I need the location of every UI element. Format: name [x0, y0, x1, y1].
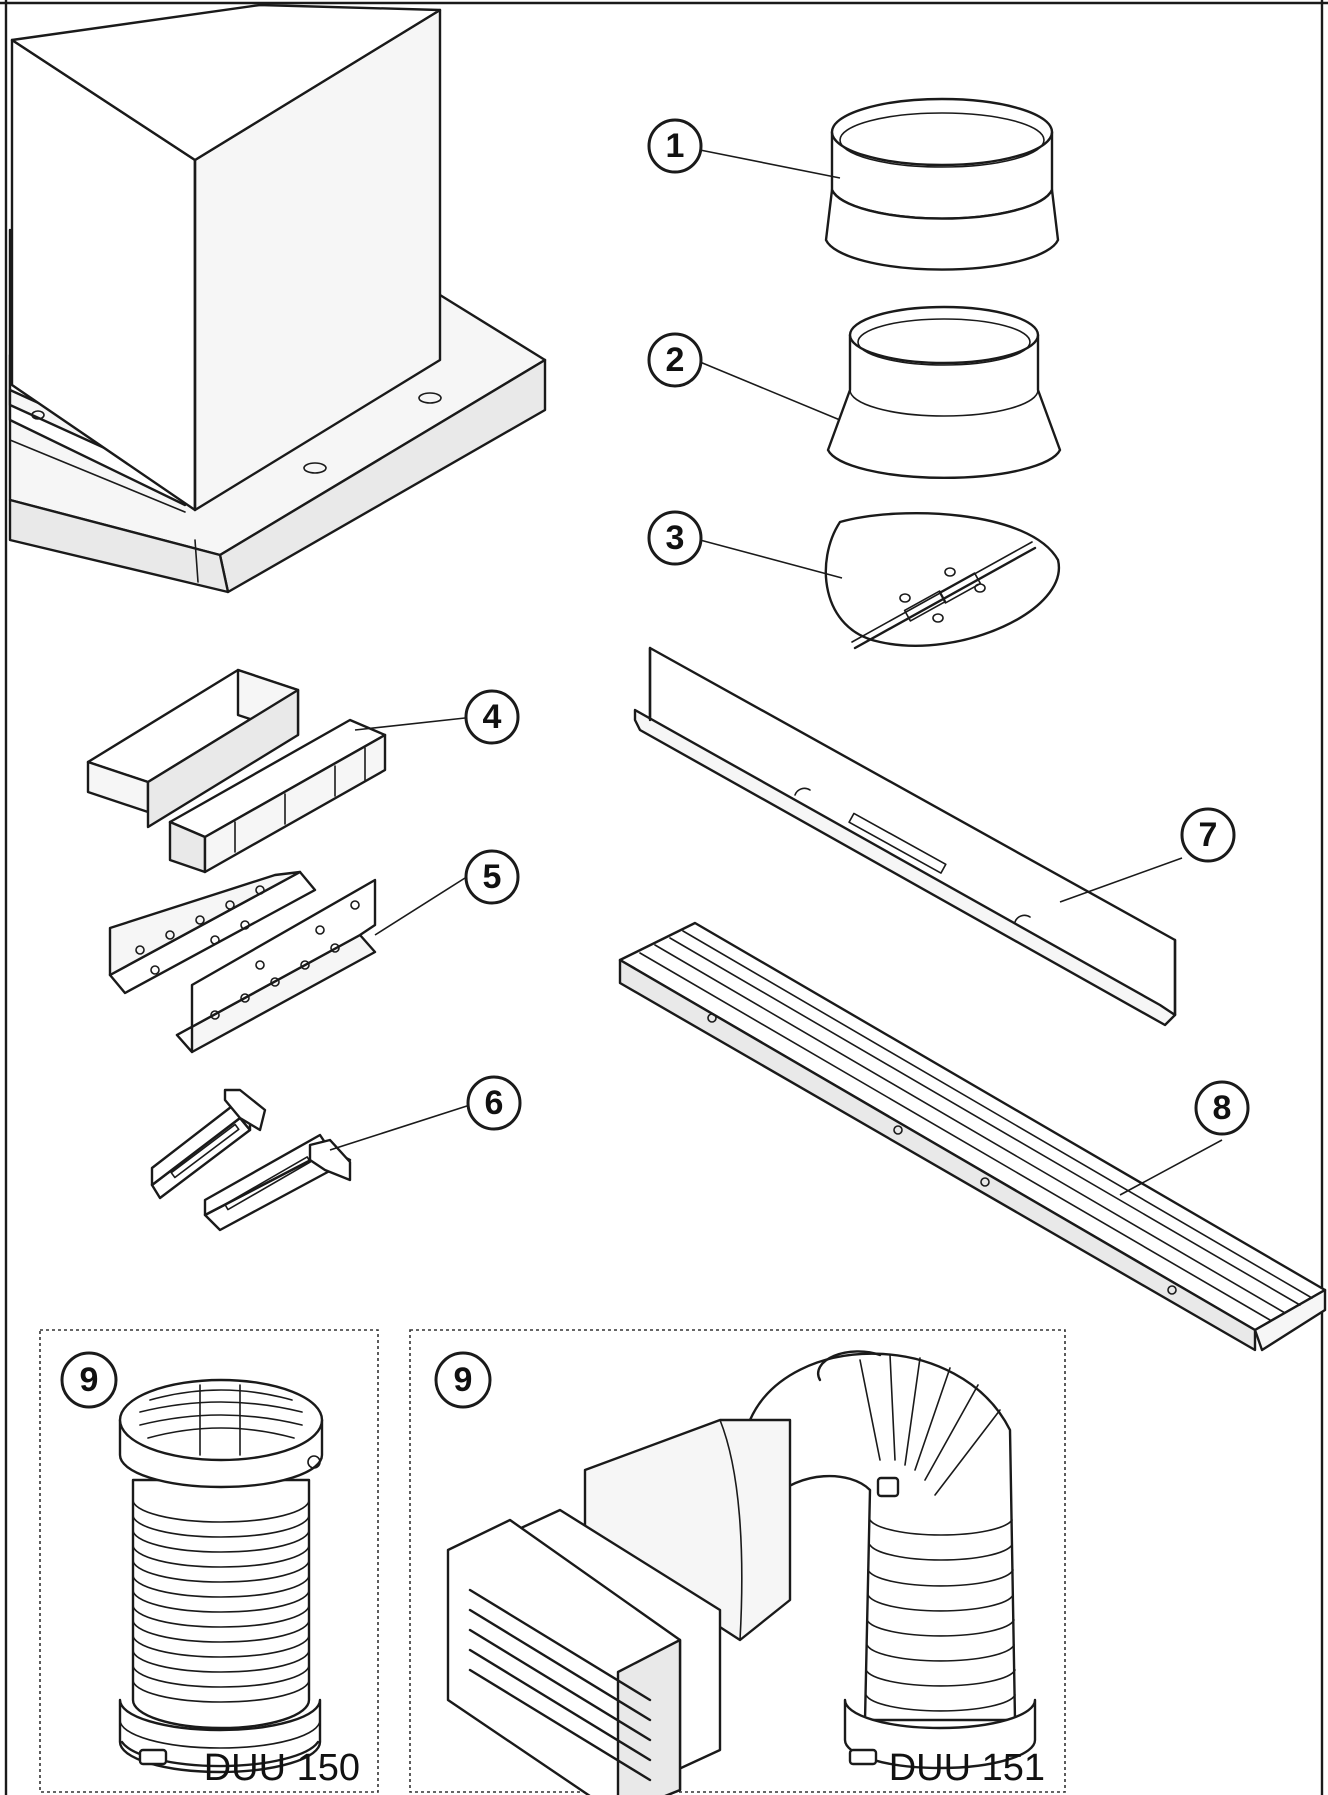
part-8-long-grille — [618, 921, 1327, 1352]
callout-3-label: 3 — [666, 519, 685, 557]
callout-5-label: 5 — [483, 858, 502, 896]
callout-1: 1 — [647, 118, 703, 174]
duu-151-panel: 9 DUU 151 — [409, 1329, 1066, 1795]
part-3-backdraft-flap — [824, 512, 1061, 650]
part-7-long-profile — [633, 646, 1177, 1027]
callout-3: 3 — [647, 510, 703, 566]
callout-4: 4 — [464, 689, 520, 745]
callout-2-label: 2 — [666, 341, 685, 379]
hood-unit-illustration — [8, 3, 547, 594]
part-6-slotted-brackets — [150, 1088, 352, 1232]
callout-6: 6 — [466, 1075, 522, 1131]
cap-grille-lines — [139, 1384, 303, 1456]
callout-8: 8 — [1194, 1080, 1250, 1136]
model-label-duu-150: DUU 150 — [204, 1747, 360, 1789]
rectangular-wall-vent-illustration — [446, 1350, 1037, 1795]
hose-ribs — [132, 1499, 310, 1703]
part-5-angle-brackets — [108, 870, 377, 1054]
part-1-round-adapter — [824, 97, 1060, 271]
callout-1-label: 1 — [666, 127, 685, 165]
callout-6-label: 6 — [485, 1084, 504, 1122]
callout-7: 7 — [1180, 807, 1236, 863]
callout-5: 5 — [464, 849, 520, 905]
arc-hose-ribs — [859, 1354, 1016, 1712]
part-4-cover-caps — [86, 668, 387, 874]
bracket-holes — [135, 885, 360, 1020]
callout-9-left: 9 — [60, 1351, 118, 1409]
model-label-duu-151: DUU 151 — [889, 1747, 1045, 1789]
callout-7-label: 7 — [1199, 816, 1218, 854]
duu-150-panel: 9 DUU 150 — [39, 1329, 379, 1793]
callout-8-label: 8 — [1213, 1089, 1232, 1127]
callout-9-right-label: 9 — [454, 1361, 473, 1399]
callout-leaders — [329, 149, 1223, 1196]
callout-9-left-label: 9 — [80, 1361, 99, 1399]
callout-4-label: 4 — [483, 698, 502, 736]
front-grille-slats — [468, 1588, 652, 1782]
callout-2: 2 — [647, 332, 703, 388]
part-2-reducer-adapter — [826, 305, 1062, 480]
callout-9-right: 9 — [434, 1351, 492, 1409]
round-wall-vent-illustration — [118, 1378, 324, 1774]
